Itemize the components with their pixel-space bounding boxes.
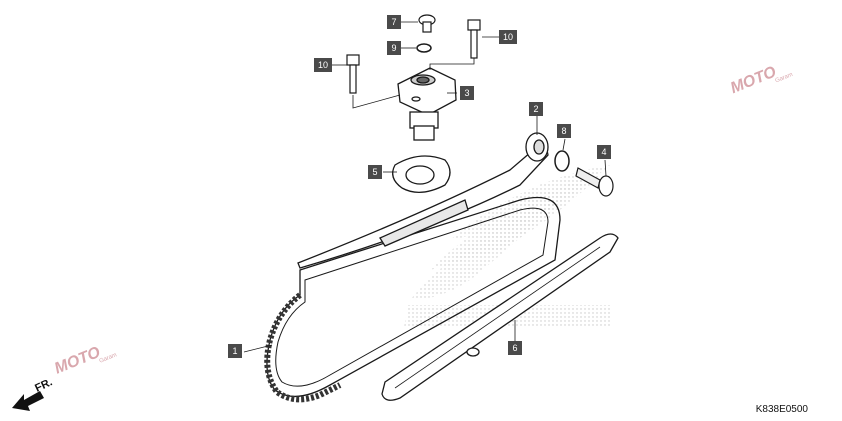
callout-10-left-label: 10	[318, 60, 328, 70]
callout-1: 1	[228, 344, 242, 358]
tensioner-lifter	[397, 67, 457, 141]
callout-8: 8	[557, 124, 571, 138]
callout-7: 7	[387, 15, 401, 29]
front-label: FR.	[33, 376, 54, 394]
callout-5: 5	[368, 165, 382, 179]
front-arrow-icon	[12, 391, 44, 411]
callout-10-left: 10	[314, 58, 332, 72]
watermark-text-top: MOTO	[728, 63, 779, 97]
callout-2-label: 2	[533, 104, 538, 114]
watermark-text-left: MOTO	[52, 344, 103, 378]
callout-4: 4	[597, 145, 611, 159]
callout-7-label: 7	[391, 17, 396, 27]
watermark-sub-left: Garam	[99, 352, 118, 364]
callout-6-label: 6	[512, 343, 517, 353]
sealing-bolt	[418, 14, 436, 33]
flange-bolt-right	[467, 19, 481, 59]
callout-9: 9	[387, 41, 401, 55]
callout-9-label: 9	[391, 43, 396, 53]
callout-3-label: 3	[464, 88, 469, 98]
cam-chain-tensioner-arm	[297, 132, 549, 269]
cam-chain	[264, 196, 561, 403]
callout-8-label: 8	[561, 126, 566, 136]
callout-10-right-label: 10	[503, 32, 513, 42]
callout-4-label: 4	[601, 147, 606, 157]
callout-1-label: 1	[232, 346, 237, 356]
site-watermark-left: MOTO Garam	[52, 344, 118, 378]
o-ring	[416, 43, 432, 53]
diagram-code: K838E0500	[756, 404, 809, 415]
watermark-sub-top: Garam	[774, 72, 793, 84]
callout-2: 2	[529, 102, 543, 116]
callout-3: 3	[460, 86, 474, 100]
front-direction-indicator: FR.	[12, 376, 54, 411]
cam-chain-guide	[381, 233, 619, 401]
callout-6: 6	[508, 341, 522, 355]
callout-5-label: 5	[372, 167, 377, 177]
pivot-bolt	[575, 167, 614, 197]
leader-lines	[243, 21, 607, 353]
flange-bolt-left	[346, 54, 360, 94]
site-watermark-top-right: MOTO Garam	[728, 63, 794, 97]
callout-10-right: 10	[499, 30, 517, 44]
lifter-gasket	[392, 155, 451, 193]
washer	[554, 150, 570, 172]
